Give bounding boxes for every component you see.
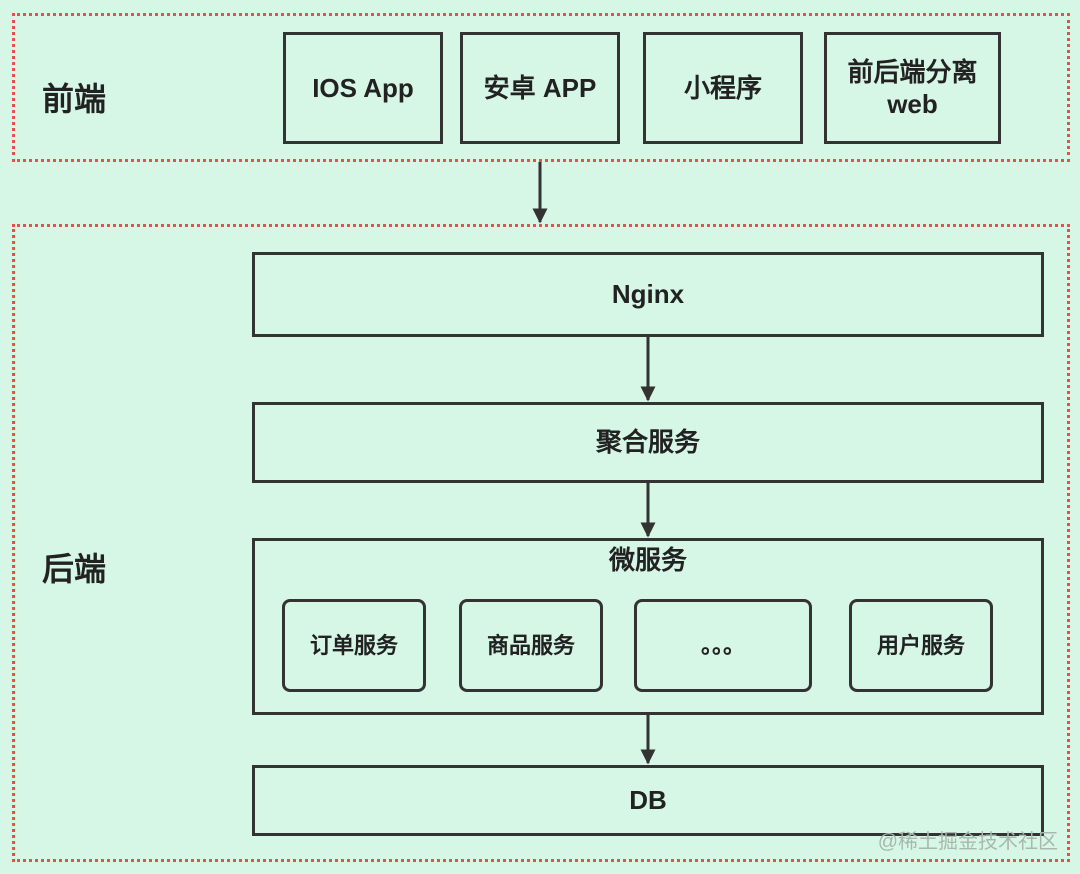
service-user-label: 用户服务 (876, 632, 965, 658)
watermark: @稀土掘金技术社区 (877, 831, 1058, 853)
client-mini-program-label: 小程序 (683, 72, 762, 103)
client-ios-app-label: IOS App (312, 72, 414, 103)
frontend-label: 前端 (42, 81, 107, 117)
aggregation-label: 聚合服务 (595, 427, 700, 458)
aggregation-box: 聚合服务 (252, 402, 1044, 483)
db-label: DB (629, 785, 667, 816)
client-web-label: 前后端分离 web (847, 56, 978, 120)
client-web: 前后端分离 web (824, 32, 1001, 144)
service-more-label: 。。。 (700, 632, 745, 658)
client-android-app: 安卓 APP (460, 32, 620, 144)
backend-label: 后端 (42, 551, 107, 587)
microservices-box (252, 538, 1044, 715)
client-android-app-label: 安卓 APP (483, 72, 597, 103)
client-ios-app: IOS App (283, 32, 443, 144)
db-box: DB (252, 765, 1044, 836)
service-order-label: 订单服务 (309, 632, 398, 658)
backend-zone (12, 224, 1070, 862)
nginx-label: Nginx (611, 279, 685, 310)
frontend-zone (12, 13, 1070, 162)
client-mini-program: 小程序 (643, 32, 803, 144)
service-product: 商品服务 (459, 599, 603, 692)
service-more: 。。。 (634, 599, 812, 692)
service-product-label: 商品服务 (486, 632, 575, 658)
service-order: 订单服务 (282, 599, 426, 692)
nginx-box: Nginx (252, 252, 1044, 337)
microservices-title: 微服务 (608, 545, 687, 575)
service-user: 用户服务 (849, 599, 993, 692)
